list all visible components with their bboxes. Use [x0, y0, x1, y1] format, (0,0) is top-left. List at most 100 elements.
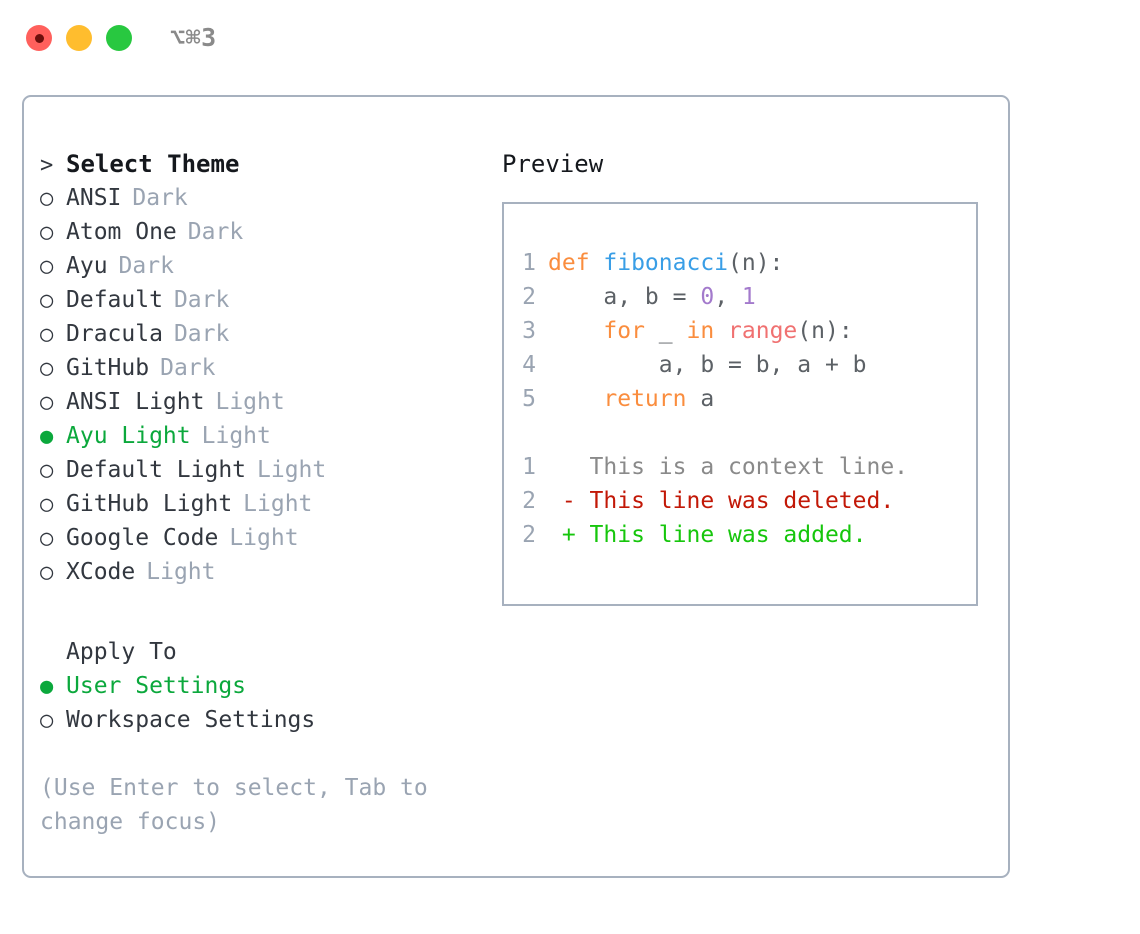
code-token-built: range	[728, 318, 798, 344]
code-token-kw: return	[603, 386, 687, 412]
close-button[interactable]	[26, 25, 52, 51]
radio-unselected-icon[interactable]: ○	[40, 526, 54, 551]
preview-title: Preview	[502, 150, 604, 178]
theme-variant-label: Dark	[187, 219, 244, 245]
theme-name-label: Atom One	[66, 219, 177, 245]
code-line: 1 def fibonacci(n):	[504, 246, 976, 280]
hint-spacer	[40, 737, 480, 771]
radio-unselected-icon[interactable]: ○	[40, 322, 54, 347]
code-token-kw: in	[686, 318, 715, 344]
diff-line-text: - This line was deleted.	[548, 488, 895, 514]
maximize-button[interactable]	[106, 25, 132, 51]
code-line-text: def fibonacci(n):	[548, 246, 783, 280]
theme-list-item[interactable]: ○ Default Dark	[40, 283, 480, 317]
code-token-kw: def	[548, 250, 604, 276]
theme-variant-label: Light	[243, 491, 313, 517]
theme-picker-heading: > Select Theme	[40, 147, 480, 181]
code-line-number: 3	[522, 318, 536, 344]
keyboard-shortcut-label: ⌥⌘3	[170, 23, 217, 52]
theme-list-item[interactable]: ○ Default Light Light	[40, 453, 480, 487]
code-line-number: 4	[522, 352, 536, 378]
code-token-plain: a, b = b, a + b	[548, 352, 867, 378]
code-line: 5 return a	[504, 382, 976, 416]
radio-unselected-icon[interactable]: ○	[40, 254, 54, 279]
theme-name-label: Default	[66, 287, 163, 313]
radio-unselected-icon[interactable]: ○	[40, 492, 54, 517]
diff-line: 1 This is a context line.	[504, 450, 976, 484]
theme-picker-title: Select Theme	[66, 150, 240, 178]
code-line-text: for _ in range(n):	[548, 314, 853, 348]
code-token-fn: fibonacci	[603, 250, 729, 276]
radio-selected-icon[interactable]: ●	[40, 674, 54, 699]
apply-to-label: User Settings	[66, 673, 247, 699]
code-diff-spacer	[504, 416, 976, 450]
radio-unselected-icon[interactable]: ○	[40, 560, 54, 585]
theme-list-item[interactable]: ○ GitHub Dark	[40, 351, 480, 385]
blank-marker-icon: ○	[40, 636, 66, 670]
code-line-text: return a	[548, 382, 714, 416]
code-token-punct: (n):	[797, 318, 853, 344]
theme-name-label: ANSI	[66, 185, 122, 211]
apply-to-option[interactable]: ● User Settings	[40, 669, 480, 703]
code-line: 4 a, b = b, a + b	[504, 348, 976, 382]
code-token-kw: for	[603, 318, 645, 344]
code-token-plain	[714, 318, 728, 344]
theme-list-item[interactable]: ○ Atom One Dark	[40, 215, 480, 249]
radio-unselected-icon[interactable]: ○	[40, 186, 54, 211]
apply-to-list: ● User Settings ○ Workspace Settings	[40, 669, 480, 737]
diff-line-number: 1	[522, 454, 536, 480]
code-token-punct: (n):	[728, 250, 784, 276]
code-line-number: 1	[522, 250, 536, 276]
radio-unselected-icon[interactable]: ○	[40, 356, 54, 381]
diff-line: 2 - This line was deleted.	[504, 484, 976, 518]
code-line-number: 2	[522, 284, 536, 310]
code-token-plain: a, b =	[548, 284, 701, 310]
minimize-button[interactable]	[66, 25, 92, 51]
code-token-plain: ,	[714, 284, 742, 310]
theme-name-label: Google Code	[66, 525, 219, 551]
diff-line-text: This is a context line.	[548, 454, 909, 480]
theme-list-item[interactable]: ○ ANSI Light Light	[40, 385, 480, 419]
theme-name-label: Default Light	[66, 457, 247, 483]
theme-variant-label: Dark	[173, 287, 230, 313]
apply-to-label: Workspace Settings	[66, 707, 316, 733]
theme-variant-label: Dark	[160, 355, 216, 381]
code-token-plain: a	[686, 386, 715, 412]
radio-selected-icon[interactable]: ●	[40, 424, 54, 449]
radio-unselected-icon[interactable]: ○	[40, 288, 54, 313]
radio-unselected-icon[interactable]: ○	[40, 458, 54, 483]
theme-variant-label: Light	[257, 457, 327, 483]
radio-unselected-icon[interactable]: ○	[40, 708, 54, 733]
traffic-lights	[26, 25, 132, 51]
theme-name-label: GitHub	[66, 355, 150, 381]
radio-unselected-icon[interactable]: ○	[40, 220, 54, 245]
code-line-number: 5	[522, 386, 536, 412]
code-line: 3 for _ in range(n):	[504, 314, 976, 348]
theme-name-label: Dracula	[66, 321, 163, 347]
theme-name-label: ANSI Light	[66, 389, 205, 415]
code-line-text: a, b = b, a + b	[548, 348, 867, 382]
diff-line-number: 2	[522, 522, 536, 548]
theme-name-label: Ayu	[66, 253, 108, 279]
apply-to-option[interactable]: ○ Workspace Settings	[40, 703, 480, 737]
theme-variant-label: Light	[146, 559, 216, 585]
diff-line-number: 2	[522, 488, 536, 514]
radio-unselected-icon[interactable]: ○	[40, 390, 54, 415]
diff-sample: 1 This is a context line.2 - This line w…	[504, 450, 976, 552]
apply-to-heading: ○ Apply To	[40, 635, 480, 669]
code-token-num: 1	[741, 284, 756, 310]
theme-name-label: Ayu Light	[66, 423, 191, 449]
section-spacer	[40, 589, 480, 635]
theme-variant-label: Light	[215, 389, 285, 415]
